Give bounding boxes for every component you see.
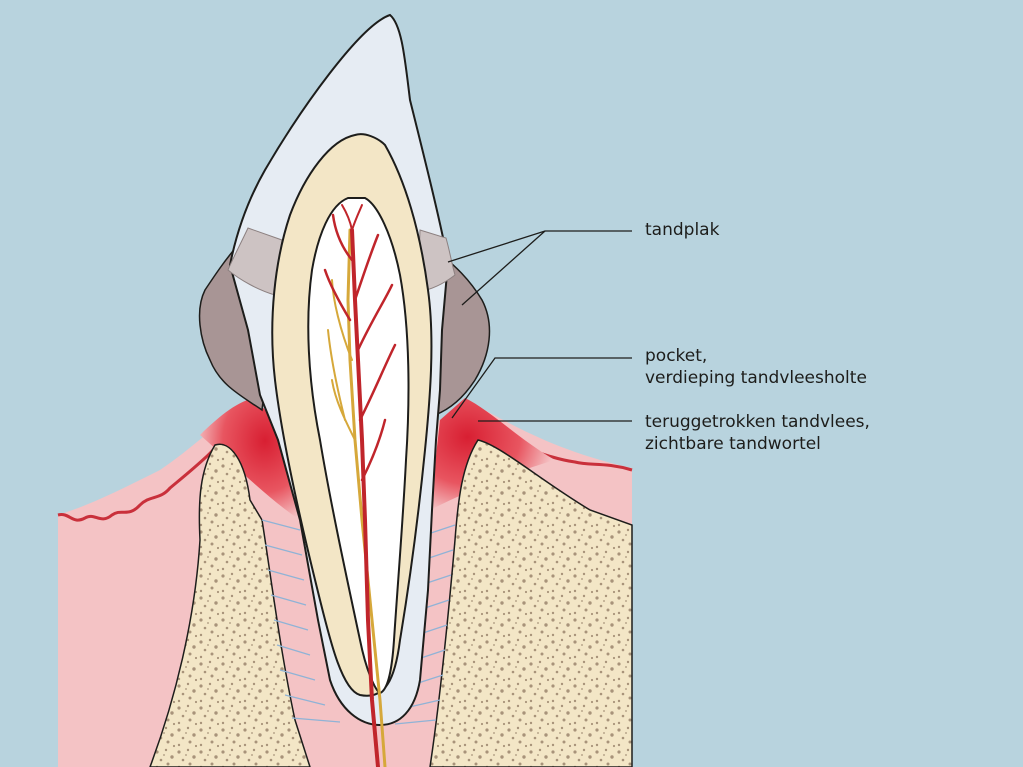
pulp-vessels <box>323 204 397 767</box>
label-pocket-line2: verdieping tandvleesholte <box>645 368 867 388</box>
leader-line-pocket <box>451 357 632 419</box>
plaque-crown-left <box>227 227 283 296</box>
label-pocket-line1: pocket, <box>645 346 708 366</box>
periodontal-ligament <box>261 519 456 725</box>
label-recession-line2: zichtbare tandwortel <box>645 434 821 454</box>
jaw-bone-left <box>149 443 311 767</box>
leader-line-plaque-b <box>461 230 546 306</box>
jaw-bone-right <box>429 439 633 767</box>
label-recession-line1: teruggetrokken tandvlees, <box>645 412 870 432</box>
label-plaque: tandplak <box>645 219 719 241</box>
label-recession: teruggetrokken tandvlees, zichtbare tand… <box>645 411 870 455</box>
label-plaque-text: tandplak <box>645 220 720 240</box>
label-pocket: pocket, verdieping tandvleesholte <box>645 345 867 389</box>
leader-lines <box>447 230 632 422</box>
